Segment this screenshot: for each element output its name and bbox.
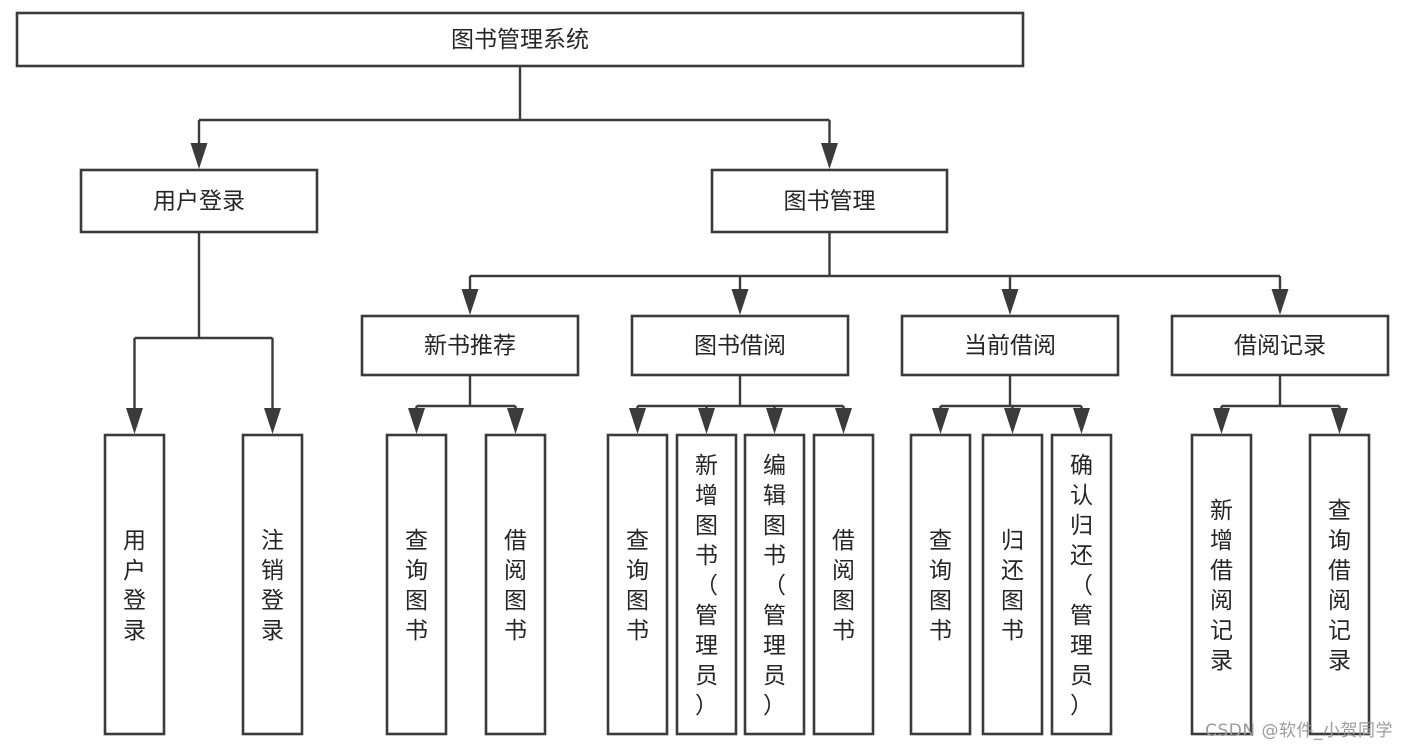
arrow-head xyxy=(408,408,425,434)
node-label: 图书管理系统 xyxy=(451,27,589,53)
node-box xyxy=(675,433,738,736)
node-box xyxy=(981,433,1044,736)
node-label: 查询图书 xyxy=(405,528,428,644)
node-leaf-borrow-book-rec[interactable]: 借阅图书 xyxy=(484,433,547,736)
node-label: 借阅图书 xyxy=(832,528,855,644)
arrow-head xyxy=(126,408,143,434)
node-box xyxy=(1308,433,1371,736)
node-label: 图书借阅 xyxy=(694,333,786,359)
node-box xyxy=(606,433,669,736)
arrow-head xyxy=(1073,408,1090,434)
node-leaf-query-book-brw[interactable]: 查询图书 xyxy=(606,433,669,736)
node-label: 归还图书 xyxy=(1001,528,1024,644)
node-label: 当前借阅 xyxy=(964,333,1056,359)
arrow-head xyxy=(731,289,749,315)
node-label: 新增借阅记录 xyxy=(1210,498,1233,674)
arrow-head xyxy=(835,408,852,434)
node-label: 新增图书（管理员） xyxy=(695,453,718,719)
node-book-manage[interactable]: 图书管理 xyxy=(710,168,949,234)
node-label: 注销登录 xyxy=(261,528,284,644)
arrow-head xyxy=(1271,289,1289,315)
arrow-head xyxy=(698,408,715,434)
node-current-borrow[interactable]: 当前借阅 xyxy=(900,314,1120,377)
node-label: 查询借阅记录 xyxy=(1328,498,1351,674)
node-box xyxy=(900,314,1120,377)
arrow-head xyxy=(766,408,783,434)
arrow-head xyxy=(1004,408,1021,434)
node-box xyxy=(241,433,304,736)
node-label: 编辑图书（管理员） xyxy=(763,453,786,719)
node-leaf-borrow-book-brw[interactable]: 借阅图书 xyxy=(812,433,875,736)
node-box xyxy=(103,433,166,736)
node-box xyxy=(1170,314,1390,377)
node-label: 图书管理 xyxy=(784,189,876,215)
node-label: 查询图书 xyxy=(929,528,952,644)
node-label: 确认归还（管理员） xyxy=(1070,453,1093,719)
node-box xyxy=(360,314,580,377)
arrow-head xyxy=(461,289,479,315)
node-box xyxy=(710,168,949,234)
node-leaf-query-record[interactable]: 查询借阅记录 xyxy=(1308,433,1371,736)
node-new-book-rec[interactable]: 新书推荐 xyxy=(360,314,580,377)
arrow-head xyxy=(190,143,208,169)
arrow-head xyxy=(1001,289,1019,315)
node-label: 新书推荐 xyxy=(424,333,516,359)
node-box xyxy=(484,433,547,736)
node-label: 借阅记录 xyxy=(1234,333,1326,359)
node-leaf-logout[interactable]: 注销登录 xyxy=(241,433,304,736)
node-label: 借阅图书 xyxy=(504,528,527,644)
node-leaf-edit-book[interactable]: 编辑图书（管理员） xyxy=(743,433,806,736)
arrow-head xyxy=(629,408,646,434)
node-box xyxy=(812,433,875,736)
node-borrow-record[interactable]: 借阅记录 xyxy=(1170,314,1390,377)
node-layer: 图书管理系统用户登录图书管理新书推荐图书借阅当前借阅借阅记录用户登录注销登录查询… xyxy=(15,11,1390,736)
arrow-head xyxy=(1213,408,1230,434)
arrow-head xyxy=(507,408,524,434)
node-leaf-add-record[interactable]: 新增借阅记录 xyxy=(1190,433,1253,736)
node-book-borrow[interactable]: 图书借阅 xyxy=(630,314,850,377)
node-leaf-query-book-cur[interactable]: 查询图书 xyxy=(909,433,972,736)
node-box xyxy=(385,433,448,736)
connector-layer xyxy=(126,66,1348,434)
node-user-login[interactable]: 用户登录 xyxy=(79,168,319,234)
node-box xyxy=(909,433,972,736)
node-leaf-confirm-return[interactable]: 确认归还（管理员） xyxy=(1050,433,1113,736)
arrow-head xyxy=(932,408,949,434)
arrow-head xyxy=(264,408,281,434)
node-leaf-add-book[interactable]: 新增图书（管理员） xyxy=(675,433,738,736)
node-leaf-user-login[interactable]: 用户登录 xyxy=(103,433,166,736)
node-box xyxy=(79,168,319,234)
node-label: 用户登录 xyxy=(123,528,146,644)
node-box xyxy=(743,433,806,736)
arrow-head xyxy=(821,143,838,169)
node-leaf-query-book-rec[interactable]: 查询图书 xyxy=(385,433,448,736)
arrow-head xyxy=(1331,408,1348,434)
node-box xyxy=(1190,433,1253,736)
csdn-watermark: CSDN @软件_小贺同学 xyxy=(1205,721,1393,741)
node-box xyxy=(15,11,1025,68)
node-label: 查询图书 xyxy=(626,528,649,644)
node-leaf-return-book[interactable]: 归还图书 xyxy=(981,433,1044,736)
node-box xyxy=(630,314,850,377)
node-label: 用户登录 xyxy=(153,189,245,215)
node-root[interactable]: 图书管理系统 xyxy=(15,11,1025,68)
node-box xyxy=(1050,433,1113,736)
